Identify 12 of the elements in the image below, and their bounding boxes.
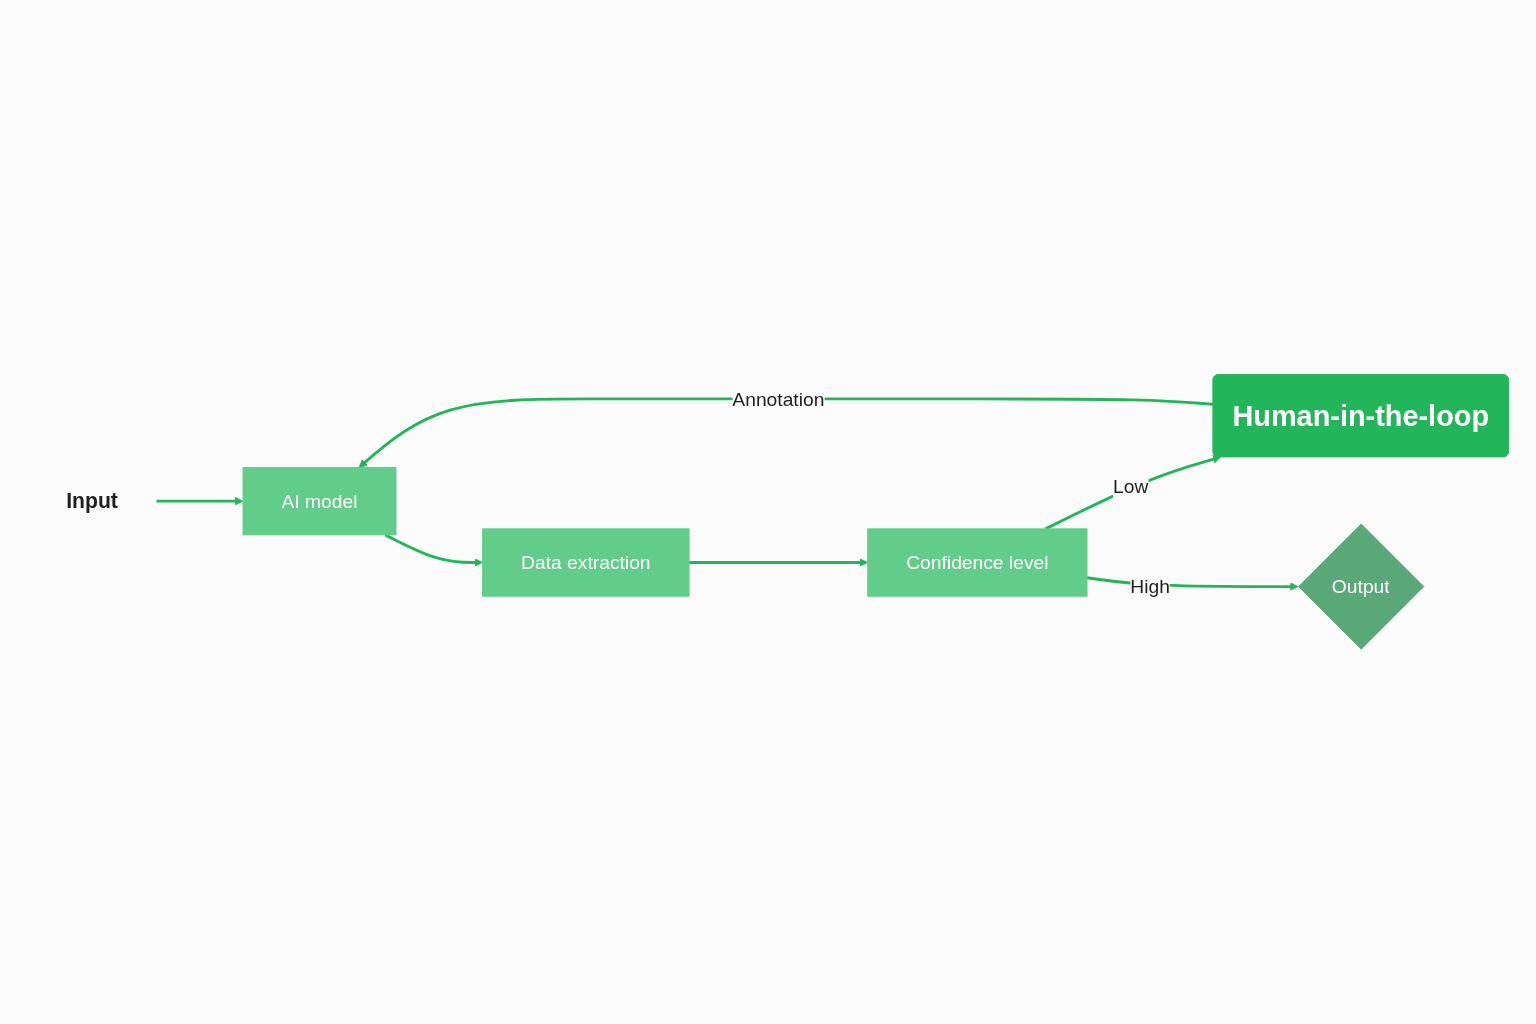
node-diamond: Output [1298, 523, 1425, 650]
node-box: Data extraction [482, 528, 690, 597]
edge-label: Low [1113, 476, 1149, 498]
arrow [156, 496, 244, 506]
node-text: Input [66, 489, 118, 514]
node-box: AI model [242, 467, 397, 536]
edge-label: High [1130, 576, 1170, 598]
node-box: Confidence level [867, 528, 1088, 597]
edge-label: Annotation [732, 388, 825, 410]
arrow [358, 397, 1214, 468]
arrow [384, 533, 483, 567]
arrow [689, 558, 869, 567]
